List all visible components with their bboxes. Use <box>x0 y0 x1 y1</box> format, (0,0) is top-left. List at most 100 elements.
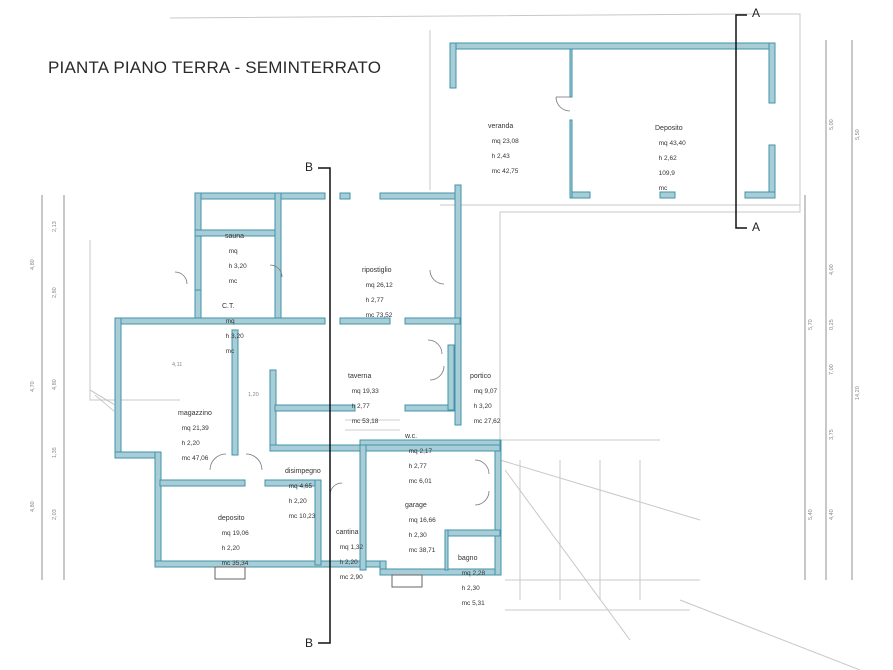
room-volume: mc 38,71 <box>408 547 436 554</box>
site-outline <box>89 13 861 670</box>
room-volume: mc 35,34 <box>221 560 249 567</box>
room-name: Deposito <box>655 125 683 132</box>
section-label-a-bottom: A <box>752 220 761 234</box>
room-name: taverna <box>348 373 372 380</box>
dim-left-inner-5: 2,03 <box>52 509 58 520</box>
room-area: mq <box>225 318 235 325</box>
room-area: mq 21,39 <box>181 425 209 432</box>
dim-left-inner-4: 1,35 <box>52 447 58 458</box>
room-area: mq 2,28 <box>461 570 486 577</box>
section-line-a <box>735 14 747 229</box>
room-area: mq 26,12 <box>365 282 393 289</box>
room-volume: mc 10,23 <box>288 513 316 520</box>
dim-right-outer-2: 14,20 <box>855 386 861 400</box>
room-magazzino: magazzino mq 21,39 h 2,20 mc 47,06 <box>178 395 212 463</box>
dim-right-mid-6: 4,40 <box>829 509 835 520</box>
dim-right-inner-1: 5,70 <box>808 319 814 330</box>
dim-left-inner-1: 2,13 <box>52 221 58 232</box>
dim-right-mid-5: 3,75 <box>829 429 835 440</box>
room-bagno: bagno mq 2,28 h 2,30 mc 5,31 <box>458 540 485 608</box>
section-label-b-top: B <box>305 160 314 174</box>
room-height: h 2,77 <box>365 297 384 304</box>
room-deposito-lower: deposito mq 19,06 h 2,20 mc 35,34 <box>218 500 249 568</box>
room-name: veranda <box>488 123 514 130</box>
room-name: garage <box>405 502 427 509</box>
room-volume: mc 6,01 <box>408 478 432 485</box>
dim-left-inner-3: 4,80 <box>52 379 58 390</box>
room-volume: mc 5,31 <box>461 600 485 607</box>
room-name: w.c. <box>405 433 418 440</box>
dim-left-outer-3: 4,80 <box>30 501 36 512</box>
room-name: bagno <box>458 555 478 562</box>
room-area: mq 19,33 <box>351 388 379 395</box>
room-volume: mc <box>225 348 235 355</box>
room-wc: w.c. mq 2,17 h 2,77 mc 6,01 <box>405 418 432 486</box>
dim-left-inner-2: 2,80 <box>52 287 58 298</box>
room-name: cantina <box>336 529 359 536</box>
walls <box>114 42 776 576</box>
room-ripostiglio: ripostiglio mq 26,12 h 2,77 mc 73,52 <box>362 252 393 320</box>
doors <box>174 96 571 506</box>
windows <box>214 566 423 588</box>
drawing-title: PIANTA PIANO TERRA - SEMINTERRATO <box>48 58 382 77</box>
room-area: mq 16,66 <box>408 517 436 524</box>
room-volume-value: 109,9 <box>658 170 675 177</box>
room-name: deposito <box>218 515 245 522</box>
room-volume: mc 53,18 <box>351 418 379 425</box>
stairs <box>89 389 400 431</box>
room-volume: mc <box>658 185 668 192</box>
room-ct: C.T. mq h 3,20 mc <box>222 288 244 356</box>
room-area: mq 9,07 <box>473 388 498 395</box>
room-name: C.T. <box>222 303 235 310</box>
room-name: sauna <box>225 233 245 240</box>
room-area: mq 4,65 <box>288 483 313 490</box>
room-disimpegno: disimpegno mq 4,65 h 2,20 mc 10,23 <box>285 453 321 521</box>
room-height: h 3,20 <box>473 403 492 410</box>
room-portico: portico mq 9,07 h 3,20 mc 27,62 <box>470 358 500 426</box>
room-height: h 2,20 <box>221 545 240 552</box>
section-label-a-top: A <box>752 6 761 20</box>
room-height: h 2,20 <box>339 559 358 566</box>
room-taverna: taverna mq 19,33 h 2,77 mc 53,18 <box>348 358 379 426</box>
dim-right-outer-1: 5,50 <box>855 129 861 140</box>
room-volume: mc <box>228 278 238 285</box>
room-cantina: cantina mq 1,32 h 2,20 mc 2,90 <box>336 514 363 582</box>
dim-right-mid-3: 0,25 <box>829 319 835 330</box>
room-name: magazzino <box>178 410 212 417</box>
room-name: ripostiglio <box>362 267 392 274</box>
room-veranda: veranda mq 23,08 h 2,43 mc 42,75 <box>488 108 519 176</box>
room-volume: mc 47,06 <box>181 455 209 462</box>
room-garage: garage mq 16,66 h 2,30 mc 38,71 <box>405 487 436 555</box>
room-sauna: sauna mq h 3,20 mc <box>225 218 247 286</box>
room-area: mq 43,40 <box>658 140 686 147</box>
room-deposito-upper: Deposito mq 43,40 h 2,62 109,9 mc <box>655 110 686 193</box>
dim-right-inner-2: 5,40 <box>808 509 814 520</box>
dim-left-outer-2: 4,70 <box>30 381 36 392</box>
room-area: mq 1,32 <box>339 544 364 551</box>
room-height: h 2,20 <box>181 440 200 447</box>
dim-left-outer-1: 4,80 <box>30 259 36 270</box>
dim-corridor-width: 1,20 <box>248 392 259 398</box>
room-volume: mc 27,62 <box>473 418 501 425</box>
section-label-b-bottom: B <box>305 636 314 650</box>
room-area: mq 23,08 <box>491 138 519 145</box>
room-height: h 2,43 <box>491 153 510 160</box>
room-height: h 3,20 <box>228 263 247 270</box>
room-area: mq <box>228 248 238 255</box>
room-height: h 3,20 <box>225 333 244 340</box>
room-height: h 2,77 <box>408 463 427 470</box>
section-line-b <box>318 167 331 644</box>
room-volume: mc 73,52 <box>365 312 393 319</box>
room-height: h 2,20 <box>288 498 307 505</box>
room-name: disimpegno <box>285 468 321 475</box>
dim-magazzino-width: 4,11 <box>172 362 183 368</box>
dim-right-mid-2: 4,00 <box>829 264 835 275</box>
dimension-lines-right <box>804 40 853 580</box>
room-height: h 2,30 <box>461 585 480 592</box>
room-volume: mc 42,75 <box>491 168 519 175</box>
dimension-lines-left <box>41 195 65 580</box>
room-area: mq 19,06 <box>221 530 249 537</box>
dim-right-mid-1: 5,00 <box>829 119 835 130</box>
room-height: h 2,62 <box>658 155 677 162</box>
